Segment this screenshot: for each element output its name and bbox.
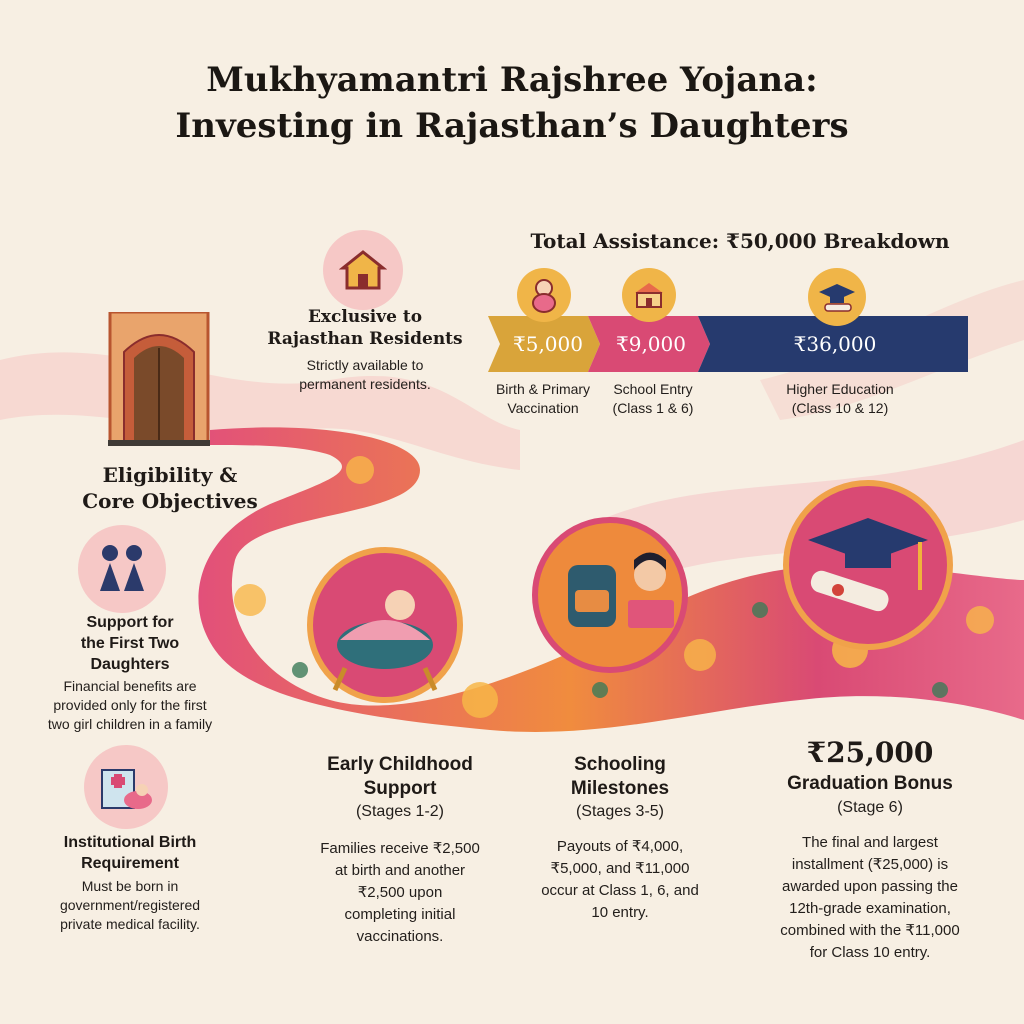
early-text-5: vaccinations. <box>356 928 444 945</box>
two-girls-icon <box>78 525 166 613</box>
daughters-heading-2: the First Two <box>80 635 180 652</box>
residents-heading-2: Rajasthan Residents <box>267 329 463 349</box>
segment-higher-caption-2: (Class 10 & 12) <box>791 400 889 416</box>
schooling-medallion <box>532 517 688 673</box>
schooling-heading-2: Milestones <box>570 778 670 799</box>
residents-heading-1: Exclusive to <box>307 307 423 327</box>
daughters-text-3: two girl children in a family <box>47 716 213 732</box>
page-title-line-1: Mukhyamantri Rajshree Yojana: <box>206 60 818 100</box>
schooling-heading-1: Schooling <box>574 754 666 775</box>
palace-door-icon <box>108 310 210 446</box>
graduation-text-4: 12th-grade examination, <box>789 900 951 917</box>
eligibility-heading-1: Eligibility & <box>102 463 238 487</box>
early-text-2: at birth and another <box>334 862 466 879</box>
daughters-text-1: Financial benefits are <box>63 678 197 694</box>
segment-school-caption-2: (Class 1 & 6) <box>612 400 694 416</box>
birth-text-3: private medical facility. <box>60 916 200 932</box>
birth-text-1: Must be born in <box>81 878 179 894</box>
school-building-icon <box>622 268 676 322</box>
segment-birth-caption-1: Birth & Primary <box>495 381 591 397</box>
breakdown-heading: Total Assistance: ₹50,000 Breakdown <box>530 229 950 253</box>
graduation-text-6: for Class 10 entry. <box>809 944 931 961</box>
segment-higher <box>698 316 968 372</box>
segment-birth-caption-2: Vaccination <box>507 400 579 416</box>
segment-higher-caption-1: Higher Education <box>786 381 894 397</box>
graduation-heading: Graduation Bonus <box>787 773 953 794</box>
schooling-sub: (Stages 3-5) <box>575 803 665 820</box>
graduation-text-5: combined with the ₹11,000 <box>780 922 960 939</box>
graduation-text-2: installment (₹25,000) is <box>791 856 949 873</box>
early-text-1: Families receive ₹2,500 <box>320 840 480 857</box>
segment-school-caption-1: School Entry <box>613 381 693 397</box>
birth-heading-2: Requirement <box>81 855 179 872</box>
hospital-baby-icon <box>84 745 168 829</box>
graduation-text-1: The final and largest <box>802 834 938 851</box>
early-sub: (Stages 1-2) <box>355 803 445 820</box>
segment-school <box>588 316 710 372</box>
page-title-line-2: Investing in Rajasthan’s Daughters <box>175 106 849 146</box>
graduation-sub: (Stage 6) <box>837 799 903 816</box>
segment-birth <box>488 316 600 372</box>
birth-text-2: government/registered <box>59 897 201 913</box>
graduation-text-3: awarded upon passing the <box>782 878 958 895</box>
early-text-3: ₹2,500 upon <box>357 884 443 901</box>
eligibility-heading-2: Core Objectives <box>82 489 258 513</box>
early-childhood-medallion <box>307 547 463 703</box>
early-text-4: completing initial <box>344 906 456 923</box>
residents-text-1: Strictly available to <box>306 357 424 373</box>
early-heading-2: Support <box>363 778 437 799</box>
graduation-cap-icon <box>808 268 866 326</box>
daughters-text-2: provided only for the first <box>53 697 207 713</box>
graduation-amount: ₹25,000 <box>806 736 934 769</box>
graduation-medallion <box>783 480 953 650</box>
segment-birth-amount: ₹5,000 <box>513 332 583 356</box>
schooling-text-3: occur at Class 1, 6, and <box>541 882 699 899</box>
birth-heading-1: Institutional Birth <box>63 834 197 851</box>
swaddled-baby-icon <box>517 268 571 322</box>
schooling-text-2: ₹5,000, and ₹11,000 <box>550 860 690 877</box>
breakdown-bar <box>488 316 968 372</box>
schooling-text-4: 10 entry. <box>591 904 649 921</box>
schooling-text-1: Payouts of ₹4,000, <box>556 838 684 855</box>
early-heading-1: Early Childhood <box>327 754 473 775</box>
house-icon <box>323 230 403 310</box>
segment-higher-amount: ₹36,000 <box>793 332 877 356</box>
daughters-heading-3: Daughters <box>90 656 170 673</box>
segment-school-amount: ₹9,000 <box>616 332 686 356</box>
residents-text-2: permanent residents. <box>299 376 431 392</box>
daughters-heading-1: Support for <box>86 614 174 631</box>
